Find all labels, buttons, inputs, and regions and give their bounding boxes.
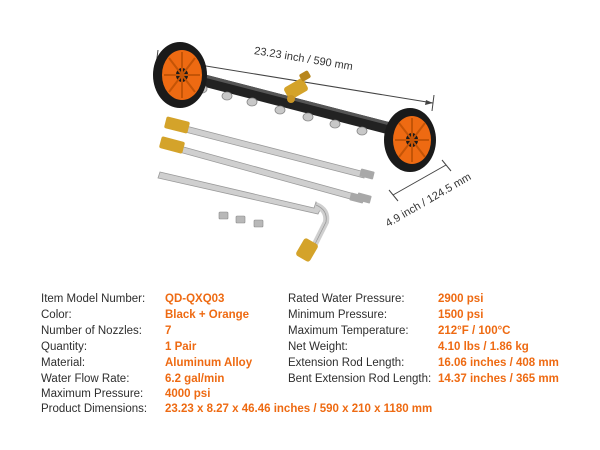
spec-label-min-pressure: Minimum Pressure:: [288, 309, 388, 321]
left-wheel: [153, 42, 207, 108]
spec-label-max-temperature: Maximum Temperature:: [288, 325, 409, 337]
bent-extension-rod: [157, 171, 365, 262]
spec-value-max-pressure: 4000 psi: [165, 388, 211, 400]
extension-rod: [164, 116, 375, 180]
spec-value-model: QD-QXQ03: [165, 293, 225, 305]
spec-value-flow-rate: 6.2 gal/min: [165, 373, 225, 385]
spec-value-bent-rod-length: 14.37 inches / 365 mm: [438, 373, 559, 385]
spec-label-quantity: Quantity:: [41, 341, 88, 353]
nozzle: [329, 119, 341, 129]
spec-label-dimensions: Product Dimensions:: [41, 403, 148, 415]
spec-value-dimensions: 23.23 x 8.27 x 46.46 inches / 590 x 210 …: [165, 403, 433, 415]
nozzle: [246, 97, 258, 107]
spare-nozzle: [253, 219, 264, 228]
spare-nozzle: [235, 215, 246, 224]
spec-value-nozzles: 7: [165, 325, 172, 337]
spec-value-quantity: 1 Pair: [165, 341, 197, 353]
spec-value-material: Aluminum Alloy: [165, 357, 253, 369]
spec-label-rated-pressure: Rated Water Pressure:: [288, 293, 405, 305]
nozzle: [356, 126, 368, 136]
brass-inlet-fitting: [284, 70, 311, 103]
nozzle: [302, 112, 314, 122]
nozzle: [274, 105, 286, 115]
nozzle: [221, 91, 233, 101]
spec-value-rod-length: 16.06 inches / 408 mm: [438, 357, 559, 369]
spec-label-rod-length: Extension Rod Length:: [288, 357, 405, 369]
spec-label-bent-rod-length: Bent Extension Rod Length:: [288, 373, 432, 385]
spec-label-flow-rate: Water Flow Rate:: [41, 373, 130, 385]
spec-label-nozzles: Number of Nozzles:: [41, 325, 142, 337]
spec-label-color: Color:: [41, 309, 72, 321]
right-wheel: [384, 108, 436, 172]
spec-label-net-weight: Net Weight:: [288, 341, 348, 353]
spec-value-net-weight: 4.10 lbs / 1.86 kg: [438, 341, 529, 353]
spec-label-model: Item Model Number:: [41, 293, 146, 305]
spec-label-max-pressure: Maximum Pressure:: [41, 388, 144, 400]
spec-value-color: Black + Orange: [165, 309, 250, 321]
spec-label-material: Material:: [41, 357, 86, 369]
surface-cleaner-bar: [178, 68, 412, 140]
spec-value-rated-pressure: 2900 psi: [438, 293, 484, 305]
spec-value-max-temperature: 212°F / 100°C: [438, 325, 511, 337]
spare-nozzle: [218, 211, 229, 220]
product-illustration: 23.23 inch / 590 mm 4.9 inch / 124.5 mm: [153, 42, 473, 262]
spec-value-min-pressure: 1500 psi: [438, 309, 484, 321]
spare-nozzles: [218, 211, 264, 228]
